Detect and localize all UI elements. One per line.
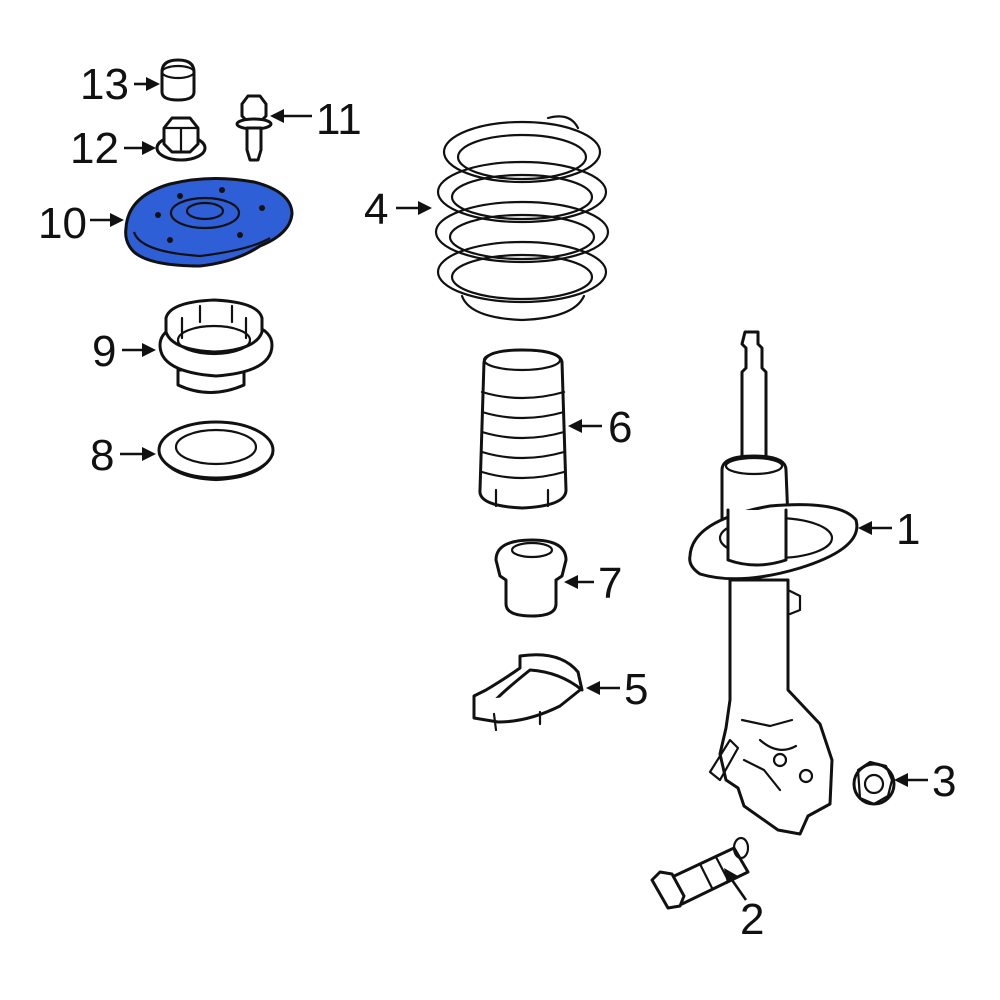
- callout-3: 3: [932, 757, 956, 806]
- callout-arrows: [90, 77, 928, 901]
- part-8-insulator-ring[interactable]: [157, 420, 275, 482]
- callout-4: 4: [364, 185, 388, 234]
- callout-13: 13: [80, 60, 129, 109]
- part-4-coil-spring[interactable]: [434, 115, 610, 322]
- part-3-flange-nut[interactable]: [852, 760, 896, 806]
- part-9-spring-seat[interactable]: [158, 298, 274, 394]
- part-2-pinch-bolt[interactable]: [650, 836, 750, 910]
- part-7-bump-stop[interactable]: [494, 538, 568, 618]
- callout-1: 1: [896, 505, 920, 554]
- callout-10: 10: [38, 199, 87, 248]
- part-12-nut[interactable]: [155, 116, 207, 162]
- callout-9: 9: [92, 327, 116, 376]
- callout-labels: 13 12 11 10 9 8 4 6 7 5 1 3 2: [38, 60, 956, 944]
- part-1-strut[interactable]: [688, 330, 859, 836]
- callout-5: 5: [624, 665, 648, 714]
- callout-7: 7: [598, 559, 622, 608]
- part-13-cap[interactable]: [160, 58, 196, 102]
- callout-8: 8: [90, 431, 114, 480]
- part-6-dust-boot[interactable]: [478, 348, 568, 510]
- callout-6: 6: [608, 403, 632, 452]
- callout-11: 11: [316, 95, 362, 144]
- callout-12: 12: [70, 124, 119, 173]
- part-11-bolt[interactable]: [235, 94, 273, 162]
- part-5-lower-seat[interactable]: [472, 653, 584, 732]
- part-10-mount-plate[interactable]: [124, 176, 294, 268]
- callout-2: 2: [740, 895, 764, 944]
